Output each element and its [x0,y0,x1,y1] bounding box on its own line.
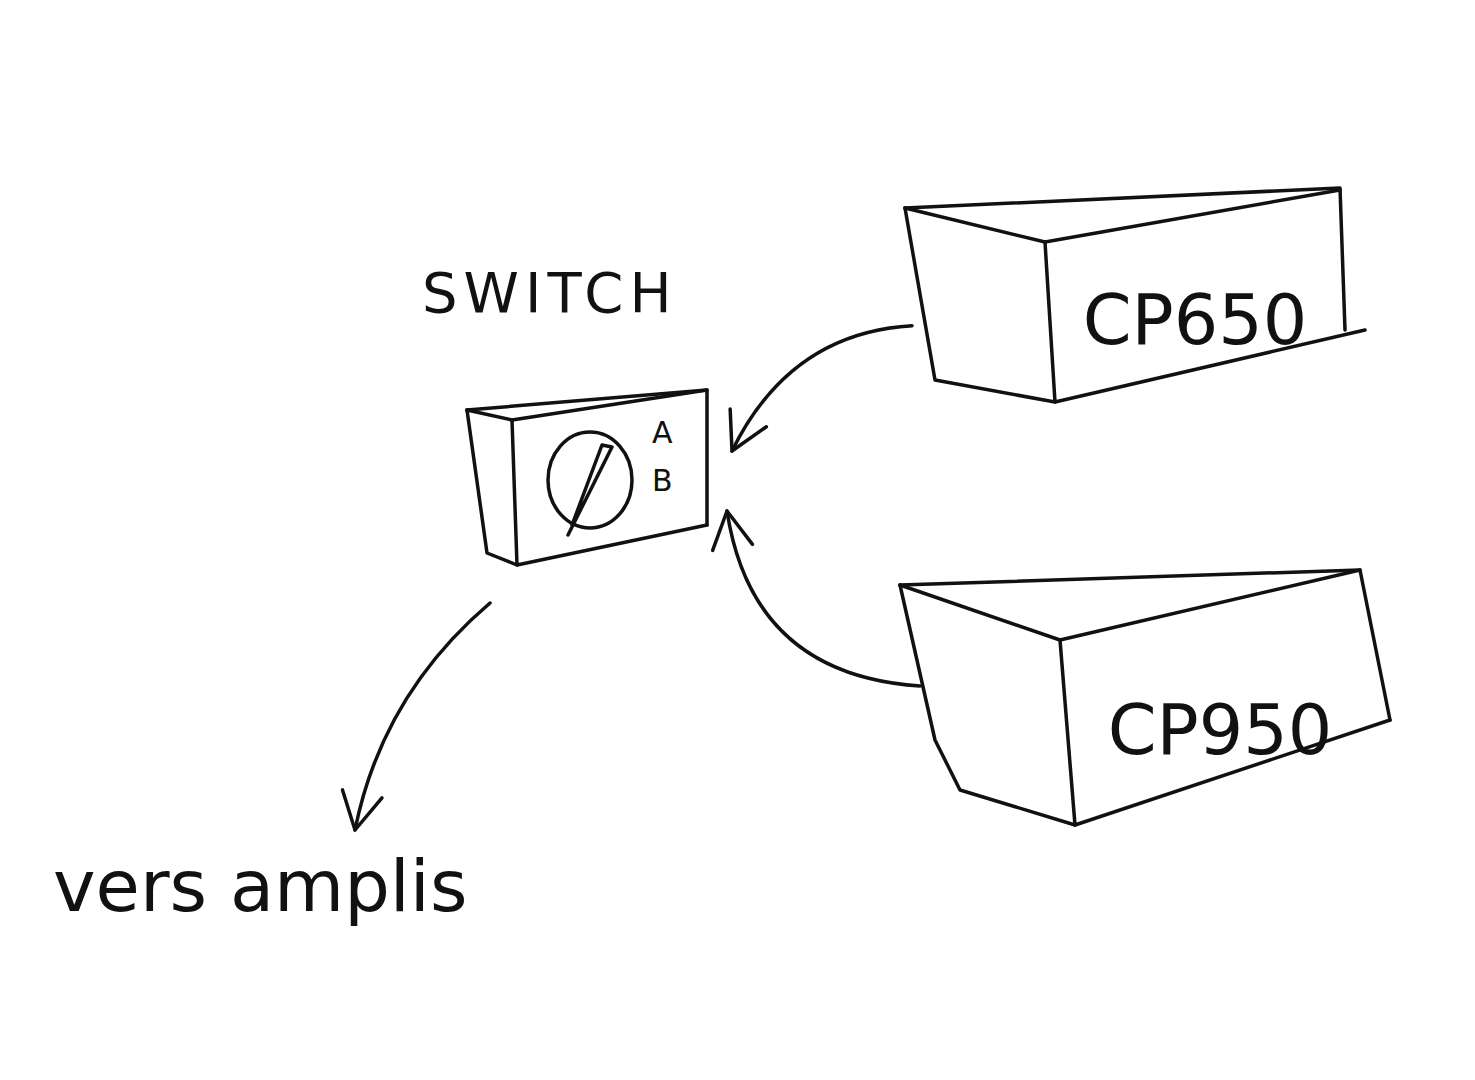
connector-curve [727,511,920,686]
switch-heading: SWITCH [422,260,678,325]
arrow-head [342,790,381,830]
destination-text: vers amplis [45,840,475,932]
connector-curve [355,603,490,830]
destination-label: vers amplis [45,840,475,932]
position-letter: B [652,463,673,498]
device-label: CP950 [1108,689,1333,771]
sketch-line [1045,242,1365,402]
sketch-line [900,585,1075,825]
sketch-line [900,570,1360,640]
arrow-connector [342,603,490,830]
arrow-head [713,511,753,550]
box-outline [462,375,712,575]
device-label: CP650 [1083,279,1308,361]
sketch-line [568,445,612,535]
switch-box: SWITCHAB [462,375,712,575]
sketch-line [467,390,707,525]
arrow-connector [730,326,912,451]
sketch-line [512,420,707,565]
arrow-connector [713,511,920,686]
front-face: CP950 [1075,650,1365,810]
sketch-line [467,410,517,565]
position-letter: A [652,415,673,450]
device-box: CP950 [895,565,1395,840]
front-face: CP650 [1050,250,1340,390]
arrow-head [730,409,766,451]
sketch-line [905,208,1055,402]
sketch-line [905,190,1340,242]
device-box: CP650 [900,180,1370,415]
sketch-line [1060,640,1390,825]
